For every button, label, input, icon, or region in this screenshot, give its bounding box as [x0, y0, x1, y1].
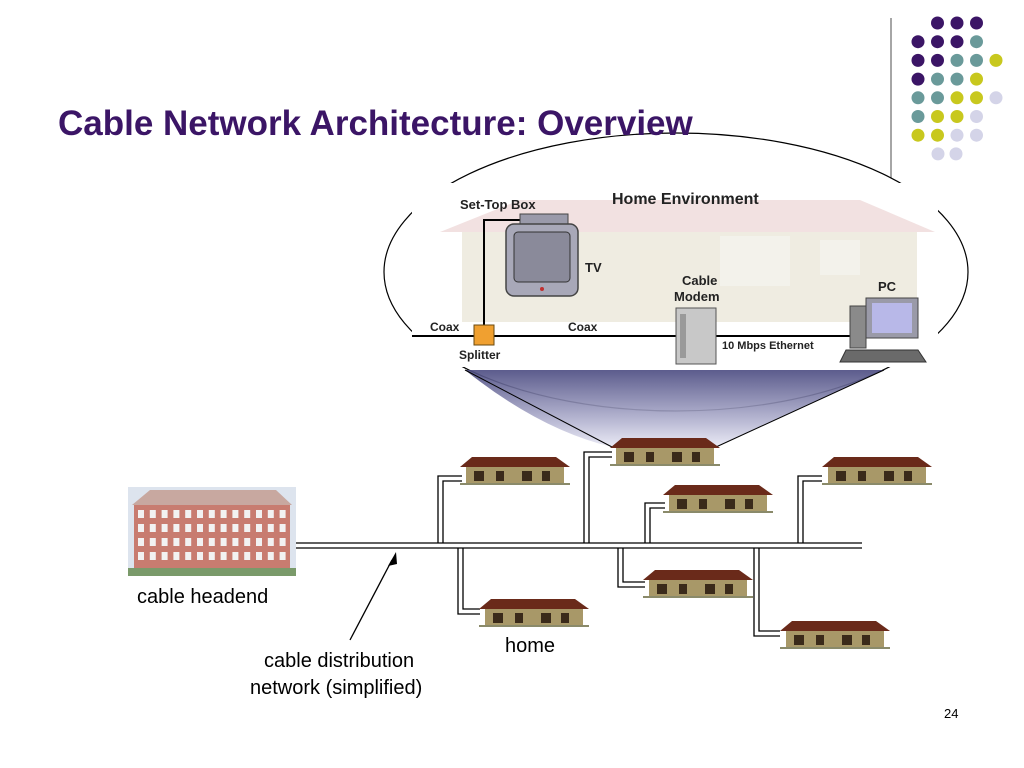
headend-window — [138, 538, 144, 546]
headend-window — [161, 510, 168, 518]
headend-window — [173, 552, 180, 560]
headend-window — [173, 524, 180, 532]
headend-window — [232, 524, 239, 532]
distribution-label-line2: network (simplified) — [250, 677, 423, 699]
home-label: home — [505, 635, 556, 657]
headend-window — [185, 552, 192, 560]
headend-window — [208, 510, 215, 518]
cable-headend-building — [128, 487, 296, 576]
headend-window — [149, 552, 156, 560]
headend-window — [197, 538, 203, 546]
home-environment-title: Home Environment — [612, 191, 759, 208]
headend-window — [279, 510, 286, 518]
headend-window — [161, 552, 168, 560]
headend-window — [232, 510, 239, 518]
headend-window — [244, 524, 251, 532]
distribution-arrow-line — [349, 559, 393, 641]
headend-window — [138, 510, 144, 518]
headend-window — [185, 538, 192, 546]
headend-window — [149, 538, 156, 546]
headend-window — [232, 552, 239, 560]
distribution-network — [296, 451, 862, 637]
headend-window — [149, 510, 156, 518]
cable-headend-label: cable headend — [137, 586, 269, 608]
headend-window — [267, 524, 274, 532]
headend-window — [220, 524, 227, 532]
headend-window — [220, 552, 227, 560]
headend-window — [279, 552, 286, 560]
headend-window — [185, 510, 192, 518]
headend-window — [256, 524, 262, 532]
set-top-box-icon — [519, 213, 569, 225]
headend-window — [185, 524, 192, 532]
distribution-arrow-head — [388, 552, 397, 566]
cable-modem-label-line2: Modem — [674, 289, 720, 304]
headend-window — [279, 538, 286, 546]
headend-window — [232, 538, 239, 546]
slide-title: Cable Network Architecture: Overview — [58, 104, 693, 143]
tv-label: TV — [585, 260, 602, 275]
coax-right-label: Coax — [568, 320, 598, 334]
headend-window — [267, 538, 274, 546]
home-icon-6 — [643, 570, 753, 598]
home-icon-4 — [822, 457, 932, 485]
cable-modem-label-line1: Cable — [682, 273, 717, 288]
headend-window — [279, 524, 286, 532]
splitter-icon — [473, 324, 495, 346]
headend-window — [208, 538, 215, 546]
pc-label: PC — [878, 279, 897, 294]
coax-left-label: Coax — [430, 320, 460, 334]
pc-case-icon — [849, 305, 867, 349]
home-icon-3 — [663, 485, 773, 513]
pc-keyboard-icon — [839, 349, 927, 363]
set-top-box-label: Set-Top Box — [460, 197, 536, 212]
headend-window — [256, 538, 262, 546]
headend-window — [220, 538, 227, 546]
headend-window — [161, 538, 168, 546]
zoom-cone-right-edge — [715, 369, 885, 448]
headend-window — [256, 510, 262, 518]
headend-window — [138, 524, 144, 532]
headend-window — [256, 552, 262, 560]
headend-window — [244, 510, 251, 518]
headend-window — [244, 552, 251, 560]
headend-window — [173, 510, 180, 518]
page-number: 24 — [944, 706, 959, 721]
home-icon-7 — [780, 621, 890, 649]
headend-window — [244, 538, 251, 546]
headend-window — [208, 524, 215, 532]
home-icon-1 — [460, 457, 570, 485]
home-icon-2 — [610, 438, 720, 466]
home-icon-5 — [479, 599, 589, 627]
headend-window — [138, 552, 144, 560]
headend-window — [173, 538, 180, 546]
home-environment-panel: Home Environment Set-Top Box TV Cable Mo… — [412, 183, 938, 367]
headend-window — [197, 552, 203, 560]
headend-window — [208, 552, 215, 560]
headend-window — [197, 510, 203, 518]
headend-window — [149, 524, 156, 532]
zoom-cone — [465, 370, 884, 447]
headend-window — [220, 510, 227, 518]
headend-window — [267, 552, 274, 560]
splitter-label: Splitter — [459, 348, 501, 362]
headend-window — [161, 524, 168, 532]
headend-window — [267, 510, 274, 518]
zoom-cone-left-edge — [464, 369, 613, 448]
distribution-label-line1: cable distribution — [264, 650, 415, 672]
headend-window — [197, 524, 203, 532]
ethernet-label: 10 Mbps Ethernet — [722, 340, 814, 352]
